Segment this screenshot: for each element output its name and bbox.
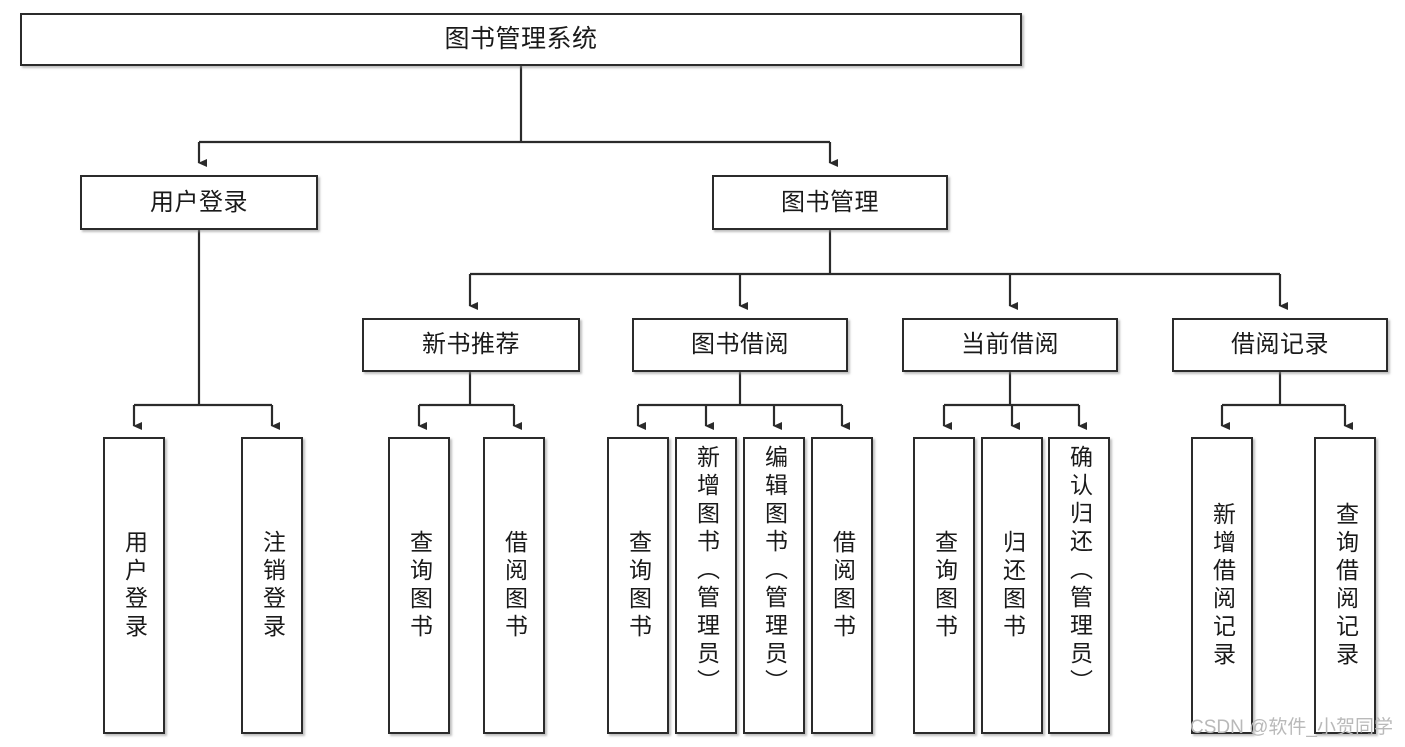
node-label: 归还图书 <box>999 529 1026 642</box>
node-label: 借阅记录 <box>1231 331 1329 359</box>
node-book-management[interactable]: 图书管理 <box>712 175 948 230</box>
node-leaf-return-book[interactable]: 归还图书 <box>981 437 1043 734</box>
node-leaf-edit-book-admin[interactable]: 编辑图书（管理员） <box>743 437 805 734</box>
node-label: 当前借阅 <box>961 331 1059 359</box>
node-borrow-record[interactable]: 借阅记录 <box>1172 318 1388 372</box>
node-new-book-recommend[interactable]: 新书推荐 <box>362 318 580 372</box>
node-leaf-query-book-recommend[interactable]: 查询图书 <box>388 437 450 734</box>
node-label: 查询图书 <box>931 529 958 642</box>
node-book-borrow[interactable]: 图书借阅 <box>632 318 848 372</box>
node-label: 借阅图书 <box>829 529 856 642</box>
node-label: 新增图书（管理员） <box>693 445 720 697</box>
node-label: 用户登录 <box>150 188 248 216</box>
node-label: 用户登录 <box>121 529 148 642</box>
node-leaf-borrow-book-recommend[interactable]: 借阅图书 <box>483 437 545 734</box>
node-label: 图书管理系统 <box>444 25 598 54</box>
node-label: 查询图书 <box>406 529 433 642</box>
node-leaf-query-book-current[interactable]: 查询图书 <box>913 437 975 734</box>
node-leaf-add-book-admin[interactable]: 新增图书（管理员） <box>675 437 737 734</box>
node-leaf-query-borrow-record[interactable]: 查询借阅记录 <box>1314 437 1376 734</box>
node-leaf-confirm-return-admin[interactable]: 确认归还（管理员） <box>1048 437 1110 734</box>
node-label: 图书借阅 <box>691 331 789 359</box>
node-label: 图书管理 <box>781 188 879 216</box>
node-leaf-borrow-book[interactable]: 借阅图书 <box>811 437 873 734</box>
node-user-login[interactable]: 用户登录 <box>80 175 318 230</box>
node-label: 新增借阅记录 <box>1209 501 1236 670</box>
node-label: 借阅图书 <box>501 529 528 642</box>
node-label: 查询借阅记录 <box>1332 501 1359 670</box>
node-label: 编辑图书（管理员） <box>761 445 788 697</box>
node-leaf-logout[interactable]: 注销登录 <box>241 437 303 734</box>
csdn-watermark: CSDN @软件_小贺同学 <box>1190 717 1393 738</box>
node-label: 确认归还（管理员） <box>1066 445 1093 697</box>
node-leaf-user-login[interactable]: 用户登录 <box>103 437 165 734</box>
node-label: 查询图书 <box>625 529 652 642</box>
node-root-book-management-system[interactable]: 图书管理系统 <box>20 13 1022 66</box>
node-label: 新书推荐 <box>422 331 520 359</box>
node-label: 注销登录 <box>259 529 286 642</box>
node-current-borrow[interactable]: 当前借阅 <box>902 318 1118 372</box>
node-leaf-query-book-borrow[interactable]: 查询图书 <box>607 437 669 734</box>
node-leaf-add-borrow-record[interactable]: 新增借阅记录 <box>1191 437 1253 734</box>
